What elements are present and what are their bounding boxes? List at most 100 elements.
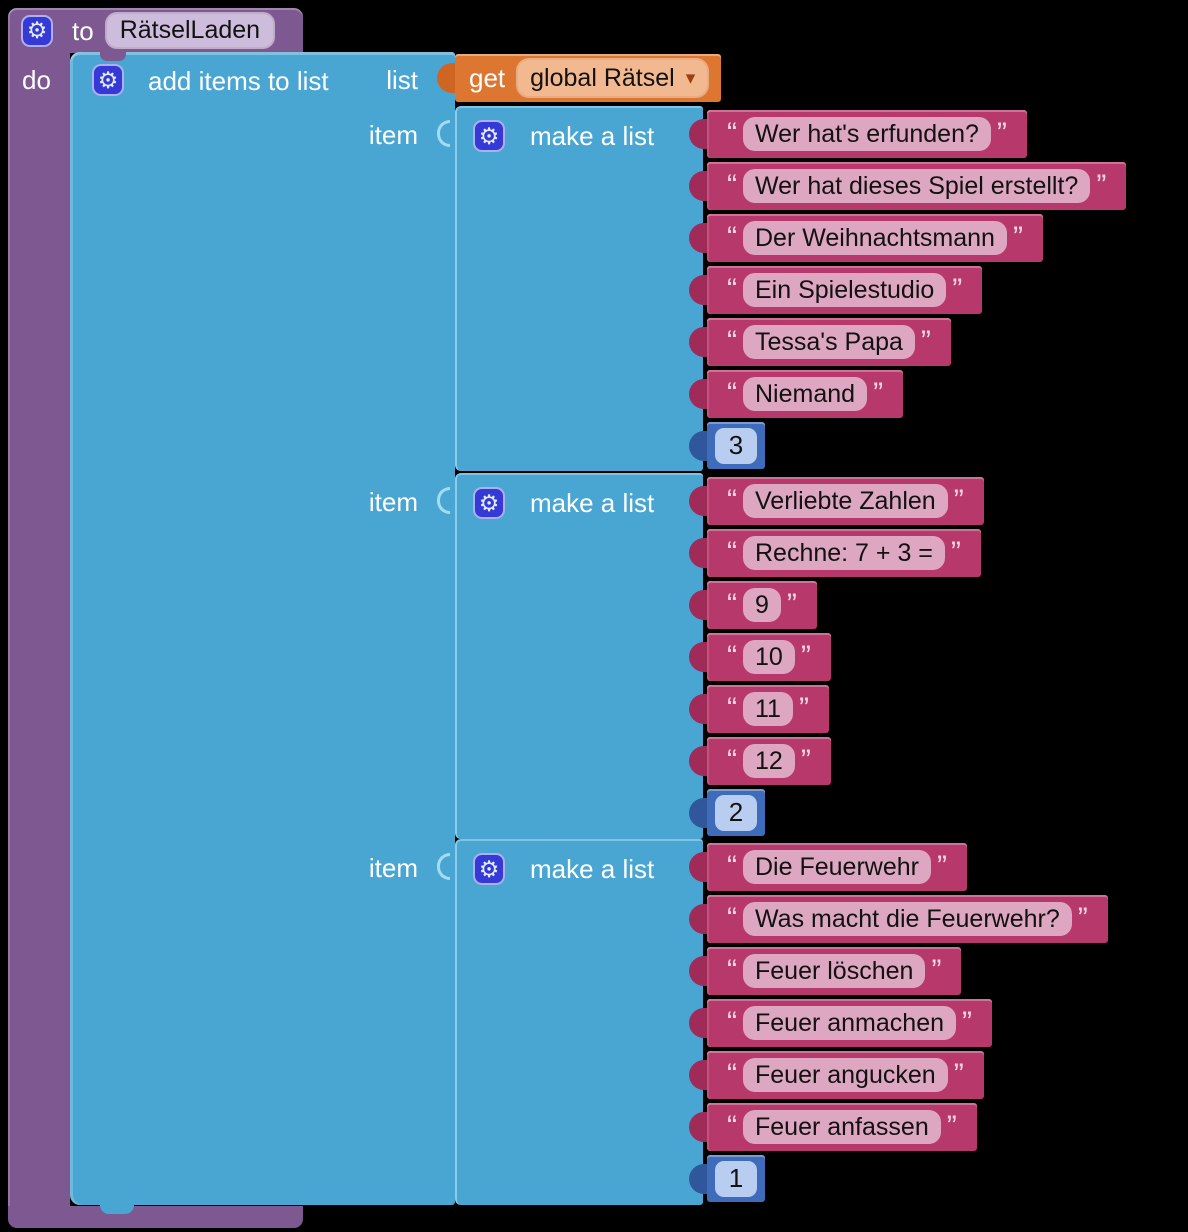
- open-quote: “: [727, 536, 737, 569]
- text-string-block[interactable]: “ Verliebte Zahlen ”: [689, 477, 984, 525]
- string-field[interactable]: Die Feuerwehr: [743, 850, 931, 884]
- open-quote: “: [727, 1006, 737, 1039]
- text-string-block[interactable]: “ Tessa's Papa ”: [689, 318, 951, 366]
- number-block[interactable]: 2: [689, 789, 765, 836]
- text-string-block[interactable]: “ 9 ”: [689, 581, 817, 629]
- string-block-body: “ 11 ”: [707, 685, 829, 733]
- string-field[interactable]: 11: [743, 692, 793, 726]
- make-list-gear-icon[interactable]: ⚙: [473, 120, 505, 152]
- open-quote: “: [727, 273, 737, 306]
- text-string-block[interactable]: “ Rechne: 7 + 3 = ”: [689, 529, 981, 577]
- text-string-block[interactable]: “ Feuer anfassen ”: [689, 1103, 977, 1151]
- to-label: to: [72, 15, 94, 46]
- string-field[interactable]: Tessa's Papa: [743, 325, 915, 359]
- value-plug: [689, 538, 707, 568]
- string-field[interactable]: Feuer anmachen: [743, 1006, 957, 1040]
- make-list-gear-icon[interactable]: ⚙: [473, 853, 505, 885]
- variable-dropdown[interactable]: global Rätsel ▾: [518, 60, 708, 96]
- text-string-block[interactable]: “ Feuer anmachen ”: [689, 999, 993, 1047]
- number-field[interactable]: 3: [715, 427, 757, 464]
- value-plug: [689, 486, 707, 516]
- statement-notch: [100, 52, 126, 61]
- close-quote: ”: [800, 640, 811, 673]
- string-field[interactable]: Was macht die Feuerwehr?: [743, 902, 1072, 936]
- string-field[interactable]: 10: [743, 640, 795, 674]
- value-plug: [689, 223, 707, 253]
- string-block-body: “ Verliebte Zahlen ”: [707, 477, 984, 525]
- mutator-gear-icon[interactable]: ⚙: [21, 14, 53, 47]
- text-string-block[interactable]: “ Der Weihnachtsmann ”: [689, 214, 1043, 262]
- string-field[interactable]: Feuer anfassen: [743, 1110, 941, 1144]
- string-field[interactable]: Verliebte Zahlen: [743, 484, 948, 518]
- string-block-body: “ Feuer anfassen ”: [707, 1103, 977, 1151]
- make-list-label: make a list: [530, 488, 655, 518]
- text-string-block[interactable]: “ Wer hat dieses Spiel erstellt? ”: [689, 162, 1127, 210]
- open-quote: “: [727, 1110, 737, 1143]
- open-quote: “: [727, 902, 737, 935]
- string-field[interactable]: Ein Spielestudio: [743, 273, 947, 307]
- get-variable-block[interactable]: get global Rätsel ▾: [437, 54, 722, 102]
- string-field[interactable]: Feuer angucken: [743, 1058, 948, 1092]
- text-string-block[interactable]: “ Wer hat's erfunden? ”: [689, 110, 1027, 158]
- close-quote: ”: [800, 744, 811, 777]
- make-list-label: make a list: [530, 854, 655, 884]
- string-field[interactable]: Wer hat dieses Spiel erstellt?: [743, 169, 1091, 203]
- string-block-body: “ Rechne: 7 + 3 = ”: [707, 529, 981, 577]
- add-items-to-list-block[interactable]: [70, 52, 455, 1205]
- string-field[interactable]: Niemand: [743, 377, 868, 411]
- get-block-body[interactable]: get global Rätsel ▾: [455, 54, 722, 102]
- string-block-body: “ Ein Spielestudio ”: [707, 266, 983, 314]
- number-block[interactable]: 3: [689, 422, 765, 469]
- value-plug: [689, 1060, 707, 1090]
- procedure-do-column[interactable]: do: [8, 53, 70, 1206]
- item-input-label-2: item: [368, 487, 418, 517]
- text-string-block[interactable]: “ 12 ”: [689, 737, 831, 785]
- procedure-name-field[interactable]: RätselLaden: [106, 14, 274, 47]
- string-block-body: “ Feuer anmachen ”: [707, 999, 993, 1047]
- text-string-block[interactable]: “ Feuer löschen ”: [689, 947, 962, 995]
- text-string-block[interactable]: “ 11 ”: [689, 685, 829, 733]
- close-quote: ”: [996, 117, 1007, 150]
- close-quote: ”: [950, 536, 961, 569]
- string-field[interactable]: Rechne: 7 + 3 =: [743, 536, 945, 570]
- make-list-gear-icon[interactable]: ⚙: [473, 487, 505, 519]
- string-field[interactable]: Wer hat's erfunden?: [743, 117, 991, 151]
- value-plug: [689, 956, 707, 986]
- close-quote: ”: [1012, 221, 1023, 254]
- text-string-block[interactable]: “ Feuer angucken ”: [689, 1051, 984, 1099]
- make-a-list-block-1[interactable]: ⚙ make a list: [455, 106, 703, 471]
- string-field[interactable]: Der Weihnachtsmann: [743, 221, 1007, 255]
- do-label: do: [22, 65, 51, 95]
- string-block-body: “ Wer hat's erfunden? ”: [707, 110, 1027, 158]
- value-plug: [437, 63, 455, 93]
- list-3-items: “ Die Feuerwehr ” “ Was macht die Feuerw…: [689, 843, 1108, 1202]
- number-field[interactable]: 1: [715, 1160, 757, 1197]
- string-block-body: “ Feuer löschen ”: [707, 947, 962, 995]
- dropdown-arrow-icon[interactable]: ▾: [685, 67, 696, 89]
- add-items-gear-icon[interactable]: ⚙: [92, 64, 124, 96]
- value-plug: [689, 904, 707, 934]
- string-field[interactable]: Feuer löschen: [743, 954, 926, 988]
- string-block-body: “ 9 ”: [707, 581, 817, 629]
- open-quote: “: [727, 221, 737, 254]
- string-block-body: “ Die Feuerwehr ”: [707, 843, 967, 891]
- string-field[interactable]: 9: [743, 588, 781, 622]
- number-block[interactable]: 1: [689, 1155, 765, 1202]
- text-string-block[interactable]: “ Ein Spielestudio ”: [689, 266, 983, 314]
- string-field[interactable]: 12: [743, 744, 795, 778]
- close-quote: ”: [1096, 169, 1107, 202]
- text-string-block[interactable]: “ Was macht die Feuerwehr? ”: [689, 895, 1108, 943]
- value-socket-icon: [437, 487, 450, 514]
- text-string-block[interactable]: “ 10 ”: [689, 633, 831, 681]
- make-a-list-block-2[interactable]: ⚙ make a list: [455, 473, 703, 839]
- value-plug: [689, 852, 707, 882]
- make-a-list-block-3[interactable]: ⚙ make a list: [455, 839, 703, 1205]
- procedure-definition-block[interactable]: ⚙ to RätselLaden: [8, 8, 303, 53]
- close-quote: ”: [953, 484, 964, 517]
- number-field[interactable]: 2: [715, 794, 757, 831]
- text-string-block[interactable]: “ Niemand ”: [689, 370, 904, 418]
- open-quote: “: [727, 169, 737, 202]
- text-string-block[interactable]: “ Die Feuerwehr ”: [689, 843, 967, 891]
- value-plug: [689, 430, 707, 461]
